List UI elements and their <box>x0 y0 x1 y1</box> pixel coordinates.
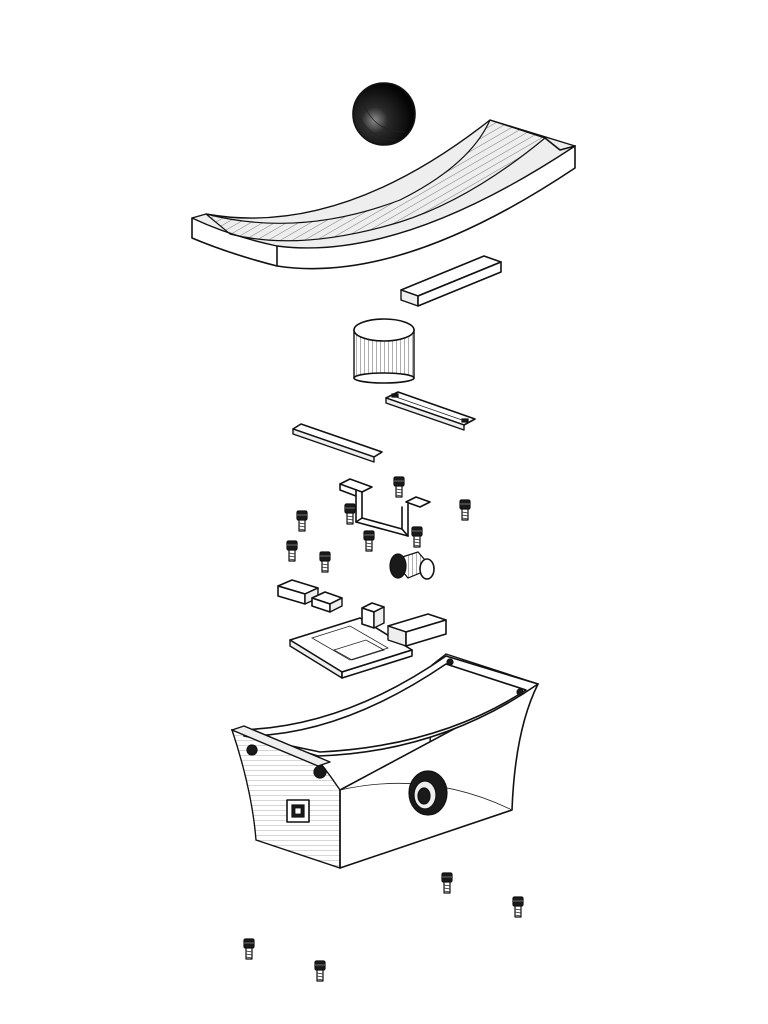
enclosure-knob <box>408 770 448 816</box>
u-bracket <box>339 478 431 537</box>
bottom-screw-1 <box>441 872 453 894</box>
screw-7 <box>286 540 298 562</box>
small-blocks <box>277 579 343 613</box>
enclosure <box>230 653 540 869</box>
screw-1 <box>393 476 405 498</box>
bottom-screw-4 <box>314 960 326 982</box>
top-block <box>400 255 502 307</box>
screws <box>286 476 471 573</box>
bottom-screws <box>243 872 524 982</box>
screw-8 <box>319 551 331 573</box>
base-plate <box>289 602 447 679</box>
bottom-screw-2 <box>512 896 524 918</box>
screw-2 <box>459 499 471 521</box>
ribbed-cylinder <box>353 318 415 384</box>
screw-5 <box>411 526 423 548</box>
curved-track <box>191 119 576 270</box>
screw-4 <box>344 503 356 525</box>
enclosure-port <box>286 799 310 823</box>
slotted-rail <box>385 391 476 431</box>
screw-3 <box>296 510 308 532</box>
bottom-screw-3 <box>243 938 255 960</box>
knob <box>389 551 435 580</box>
screw-6 <box>363 530 375 552</box>
ball <box>352 82 416 146</box>
long-rail <box>292 423 383 463</box>
